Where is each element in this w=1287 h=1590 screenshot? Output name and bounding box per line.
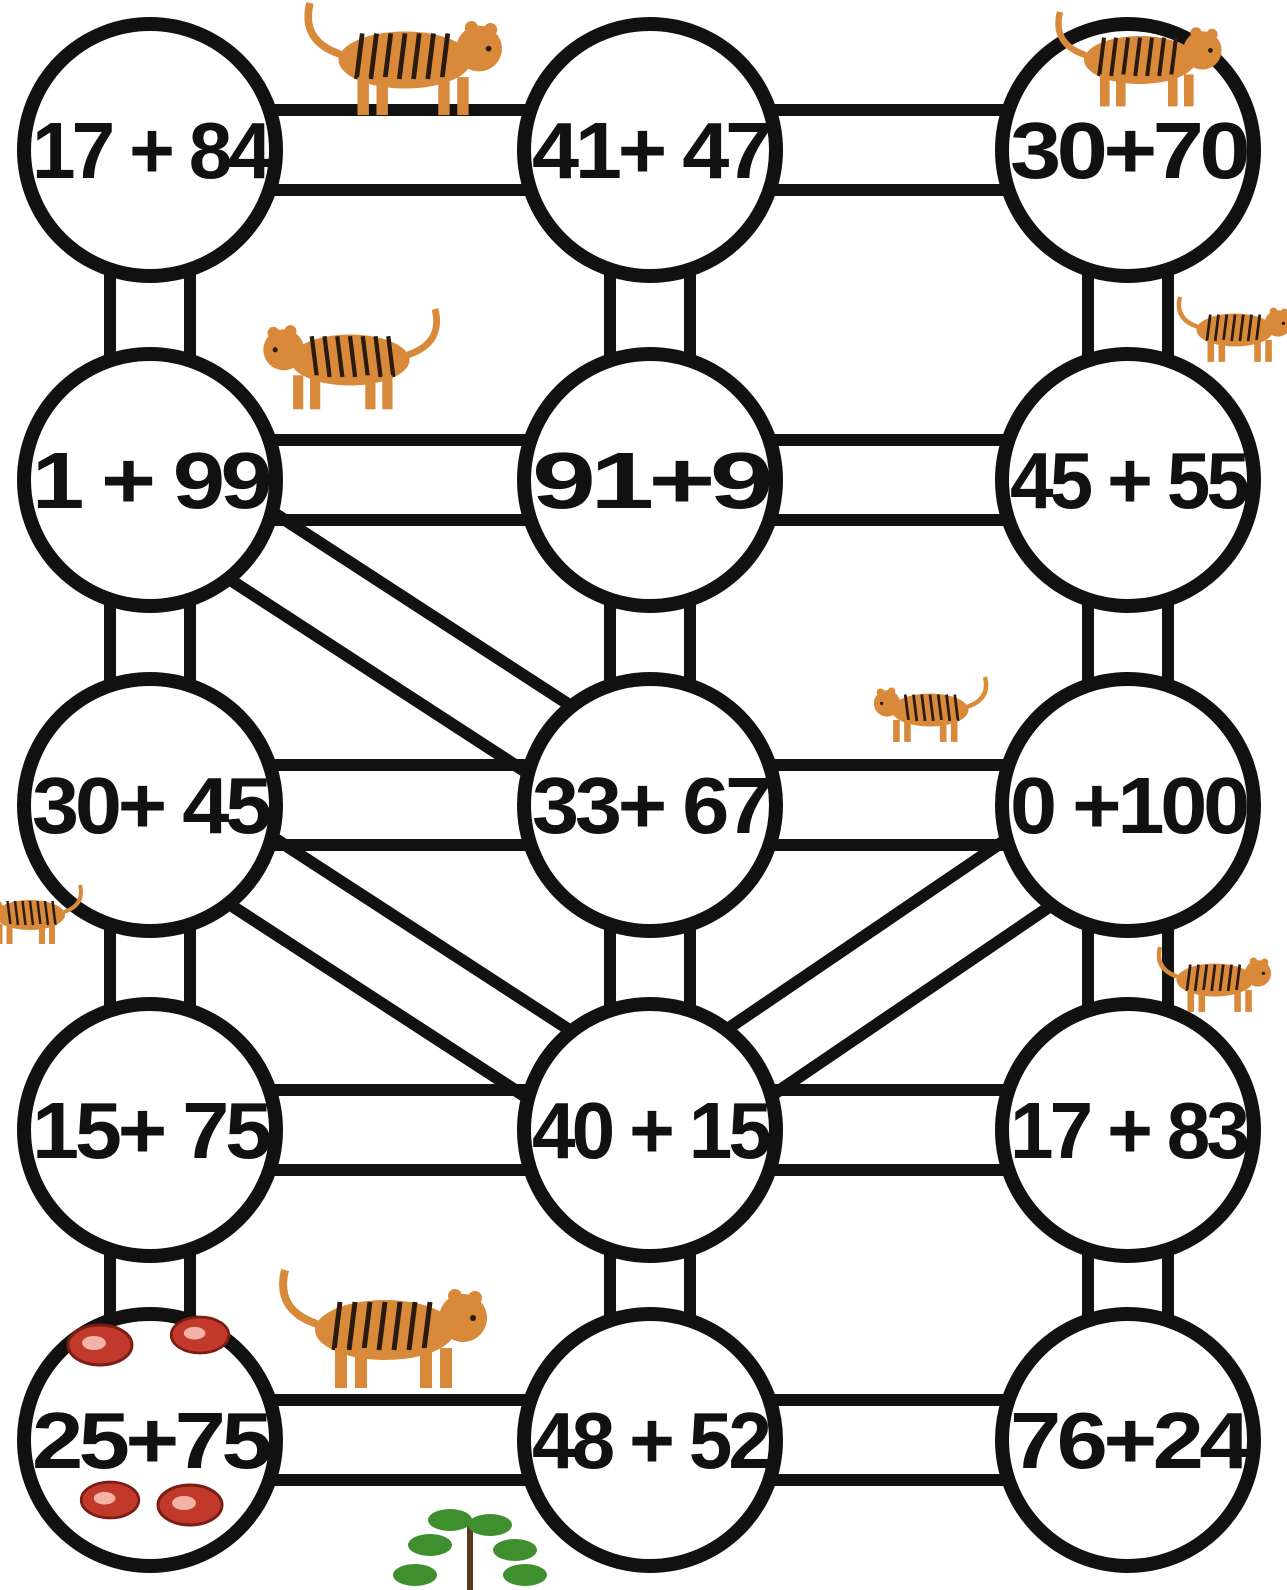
tiger-icon bbox=[1159, 947, 1271, 1012]
node-sum-label: 15+ 75 bbox=[32, 1086, 271, 1175]
maze-node[interactable]: 0 +100 bbox=[1002, 679, 1254, 931]
maze-node[interactable]: 48 + 52 bbox=[524, 1314, 776, 1566]
node-sum-label: 0 +100 bbox=[1010, 761, 1248, 850]
maze-node[interactable]: 41+ 47 bbox=[524, 24, 776, 276]
maze-node[interactable]: 33+ 67 bbox=[524, 679, 776, 931]
node-sum-label: 25+75 bbox=[32, 1396, 271, 1485]
node-sum-label: 17 + 84 bbox=[32, 106, 272, 195]
meat-icon bbox=[171, 1317, 229, 1353]
tiger-icon bbox=[308, 3, 502, 115]
maze-node[interactable]: 15+ 75 bbox=[24, 1004, 276, 1256]
meat-icon bbox=[81, 1482, 139, 1518]
maze-node[interactable]: 25+75 bbox=[24, 1314, 276, 1566]
maze-node[interactable]: 91+9 bbox=[524, 354, 776, 606]
tiger-icon bbox=[874, 677, 986, 742]
plant-icon bbox=[393, 1509, 547, 1590]
node-sum-label: 30+70 bbox=[1010, 106, 1248, 195]
meat-icon bbox=[158, 1485, 222, 1525]
node-sum-label: 48 + 52 bbox=[532, 1396, 769, 1485]
maze-node[interactable]: 40 + 15 bbox=[524, 1004, 776, 1256]
maze-node[interactable]: 1 + 99 bbox=[24, 354, 276, 606]
maze-node[interactable]: 17 + 83 bbox=[1002, 1004, 1254, 1256]
node-sum-label: 17 + 83 bbox=[1010, 1086, 1247, 1175]
maze-node[interactable]: 17 + 84 bbox=[24, 24, 276, 276]
node-sum-label: 33+ 67 bbox=[532, 761, 769, 850]
node-sum-label: 30+ 45 bbox=[32, 761, 271, 850]
maze-node[interactable]: 30+ 45 bbox=[24, 679, 276, 931]
node-sum-label: 76+24 bbox=[1010, 1396, 1251, 1485]
node-sum-label: 41+ 47 bbox=[532, 106, 769, 195]
node-sum-label: 1 + 99 bbox=[32, 436, 270, 525]
tiger-icon bbox=[263, 309, 436, 409]
tiger-icon bbox=[283, 1270, 487, 1388]
maze-node[interactable]: 45 + 55 bbox=[1002, 354, 1254, 606]
maze-node[interactable]: 76+24 bbox=[1002, 1314, 1254, 1566]
node-sum-label: 91+9 bbox=[532, 436, 770, 525]
node-sum-label: 40 + 15 bbox=[532, 1086, 770, 1175]
meat-icon bbox=[68, 1325, 132, 1365]
node-sum-label: 45 + 55 bbox=[1010, 436, 1248, 525]
tiger-icon bbox=[1179, 297, 1287, 362]
